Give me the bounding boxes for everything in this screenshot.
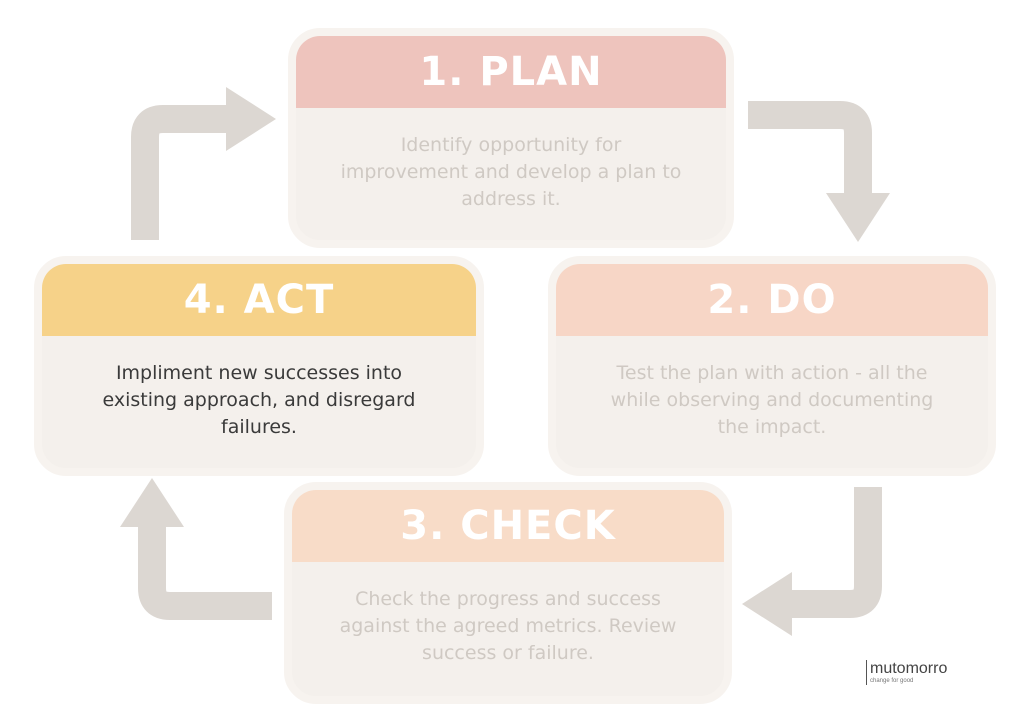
logo-tagline: change for good <box>870 678 914 684</box>
arrow-check-to-act <box>120 478 272 620</box>
check-card: 3. CHECK Check the progress and success … <box>284 482 732 704</box>
act-card: 4. ACT Impliment new successes into exis… <box>34 256 484 476</box>
act-description: Impliment new successes into existing ap… <box>102 362 416 438</box>
brand-logo: mutomorro change for good <box>866 660 947 685</box>
arrow-plan-to-do <box>748 101 890 242</box>
check-description: Check the progress and success against t… <box>339 588 677 664</box>
act-title: 4. ACT <box>42 264 476 336</box>
do-description: Test the plan with action - all the whil… <box>610 362 934 438</box>
arrow-do-to-check <box>742 487 882 636</box>
check-title: 3. CHECK <box>292 490 724 562</box>
do-card: 2. DO Test the plan with action - all th… <box>548 256 996 476</box>
arrow-act-to-plan <box>131 87 276 240</box>
do-title: 2. DO <box>556 264 988 336</box>
plan-card: 1. PLAN Identify opportunity for improve… <box>288 28 734 248</box>
plan-description: Identify opportunity for improvement and… <box>340 134 682 210</box>
logo-name: mutomorro <box>870 660 948 677</box>
plan-title: 1. PLAN <box>296 36 726 108</box>
